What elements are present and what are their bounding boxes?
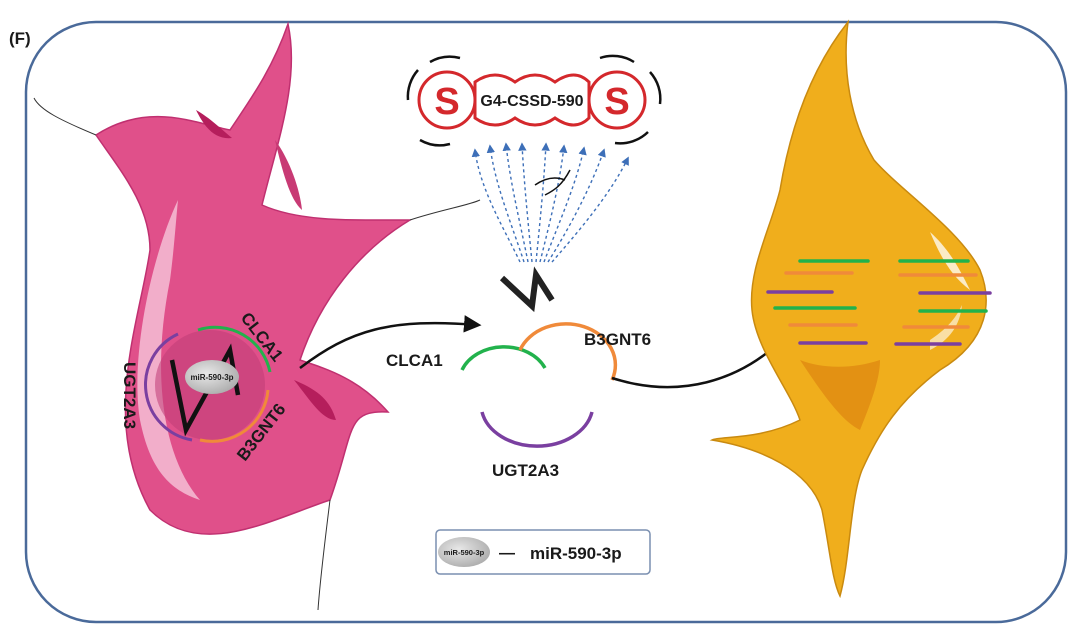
legend-label: miR-590-3p <box>530 544 622 563</box>
released-b3gnt6-arc <box>518 322 618 381</box>
yellow-cell <box>709 19 992 599</box>
free-g4-zigzag <box>499 266 555 313</box>
figure-frame <box>24 20 1068 624</box>
released-b3gnt6-label: B3GNT6 <box>584 330 651 349</box>
nucleus-mirna-label: miR-590-3p <box>190 373 233 382</box>
binding-arrows <box>471 142 629 263</box>
released-mrnas: CLCA1 B3GNT6 UGT2A3 <box>386 322 651 480</box>
released-clca1-label: CLCA1 <box>386 351 443 370</box>
panel-label: (F) <box>9 29 31 48</box>
nucleus-ugt2a3-arc <box>144 332 193 442</box>
probe-name: G4-CSSD-590 <box>480 93 583 110</box>
probe-right-s: S <box>604 81 629 123</box>
nucleus-ugt2a3-label: UGT2A3 <box>120 362 139 429</box>
released-clca1-arc <box>460 345 547 371</box>
legend-mirna-ellipse <box>438 537 490 567</box>
released-ugt2a3-arc <box>480 411 594 448</box>
released-ugt2a3-label: UGT2A3 <box>492 461 559 480</box>
legend-box: miR-590-3p — miR-590-3p <box>435 529 651 575</box>
legend-dash: — <box>499 545 515 562</box>
nucleus-b3gnt6-arc <box>199 389 270 443</box>
nucleus-mirna-ellipse <box>185 360 239 394</box>
nucleus: miR-590-3p CLCA1 B3GNT6 UGT2A3 <box>120 309 289 465</box>
probe-left-s: S <box>434 81 459 123</box>
legend-ellipse-text: miR-590-3p <box>444 548 485 557</box>
probe-structure: S S G4-CSSD-590 <box>406 54 662 147</box>
arrow-to-released <box>299 315 482 369</box>
nucleus-clca1-arc <box>197 325 272 373</box>
